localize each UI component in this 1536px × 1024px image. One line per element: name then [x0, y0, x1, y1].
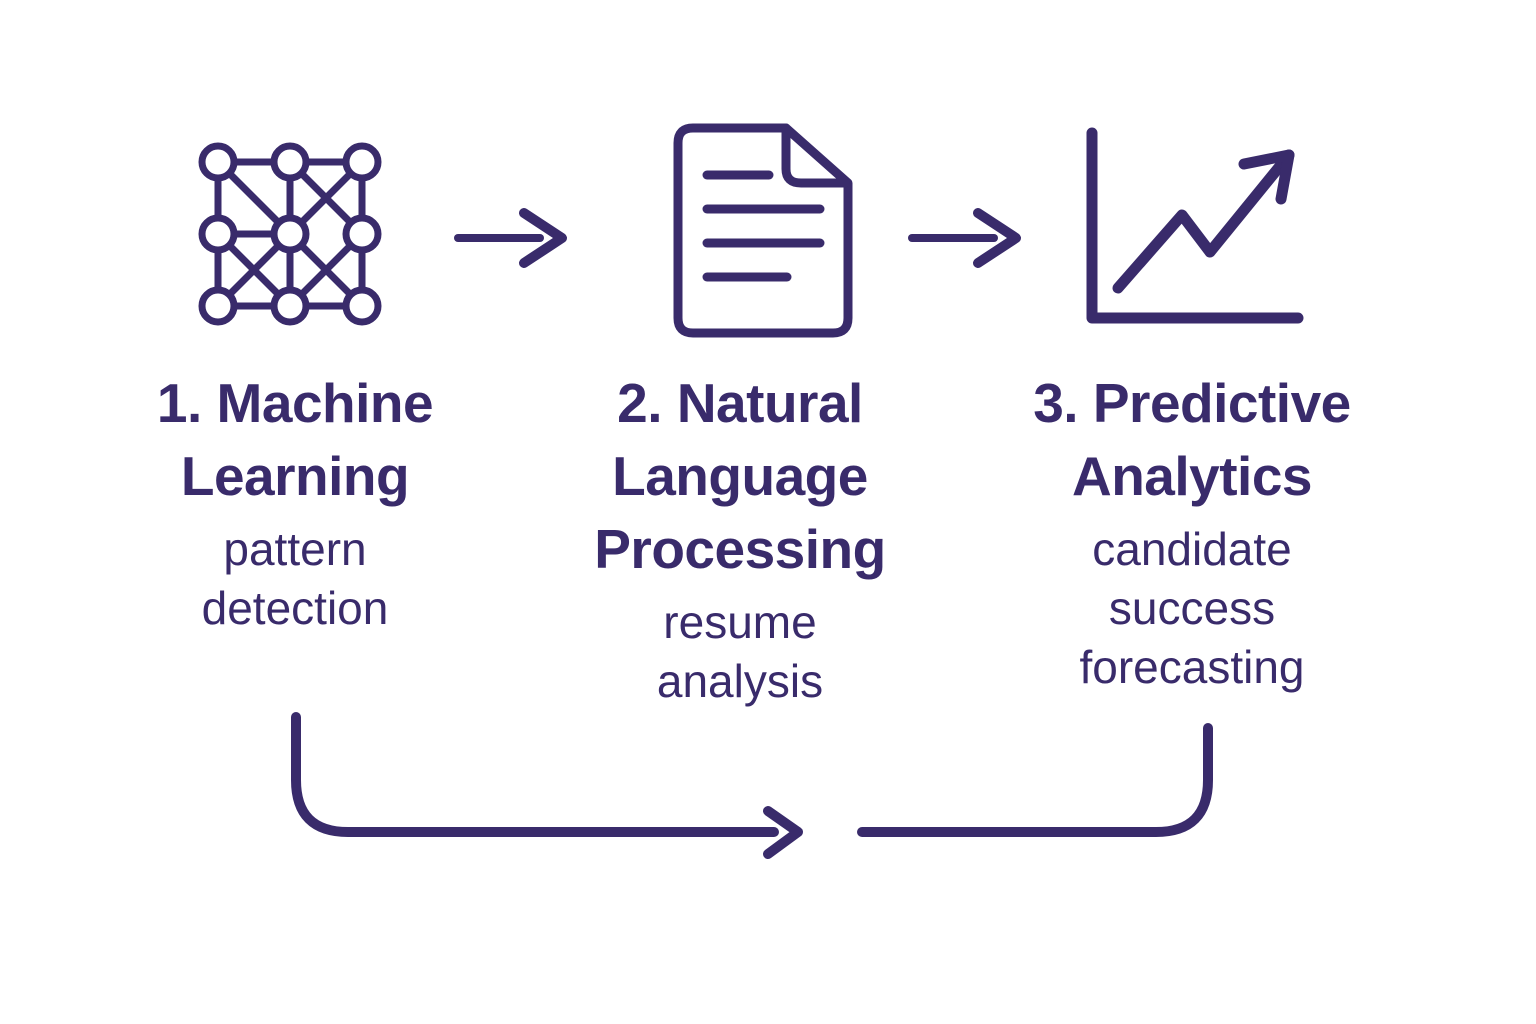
- step-3-label: 3. Predictive Analytics candidate succes…: [967, 367, 1417, 697]
- step-subtitle-line: success: [1108, 582, 1276, 634]
- step-2-label: 2. Natural Language Processing resume an…: [515, 367, 965, 711]
- elbow-line-icon: [857, 723, 1213, 837]
- neural-network-icon: [198, 142, 382, 326]
- step-title-line: 3. Predictive: [1033, 372, 1351, 434]
- step-subtitle-line: detection: [201, 582, 389, 634]
- step-3-subtitle: candidate success forecasting: [967, 520, 1417, 697]
- step-title-line: Analytics: [1071, 445, 1313, 507]
- document-icon: [673, 123, 853, 338]
- step-subtitle-line: resume: [663, 596, 817, 648]
- step-subtitle-line: forecasting: [1079, 641, 1305, 693]
- step-1-title: 1. Machine Learning: [70, 367, 520, 513]
- step-title-line: Language: [612, 445, 868, 507]
- step-title-line: Learning: [180, 445, 410, 507]
- step-1-subtitle: pattern detection: [70, 520, 520, 638]
- step-3-title: 3. Predictive Analytics: [967, 367, 1417, 513]
- step-subtitle-line: pattern: [223, 523, 367, 575]
- step-1-label: 1. Machine Learning pattern detection: [70, 367, 520, 638]
- step-title-line: Processing: [594, 518, 886, 580]
- arrow-right-icon: [454, 208, 567, 268]
- step-subtitle-line: candidate: [1092, 523, 1292, 575]
- step-subtitle-line: analysis: [656, 655, 824, 707]
- line-chart-rising-icon: [1086, 127, 1304, 324]
- step-title-line: 1. Machine: [156, 372, 434, 434]
- arrow-right-icon: [908, 208, 1021, 268]
- elbow-arrow-right-icon: [291, 712, 803, 859]
- step-title-line: 2. Natural: [617, 372, 863, 434]
- step-2-title: 2. Natural Language Processing: [515, 367, 965, 586]
- step-2-subtitle: resume analysis: [515, 593, 965, 711]
- merge-flow-connector: [291, 712, 1213, 859]
